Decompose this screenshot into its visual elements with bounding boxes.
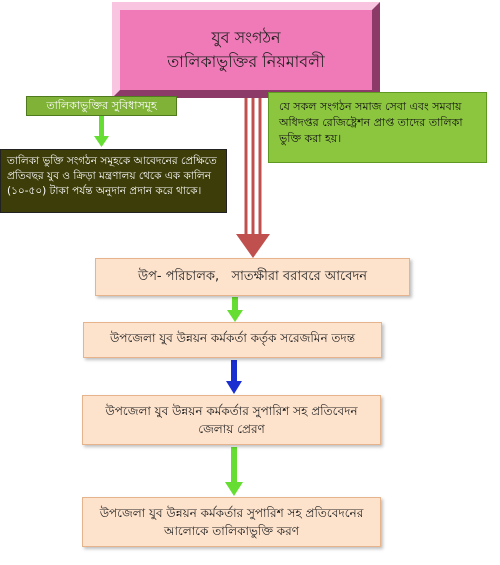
- benefits-label: তালিকাভুক্তির সুবিধাসমূহ: [26, 96, 177, 116]
- step-3-line-1: উপজেলা যুব উন্নয়ন কর্মকর্তার সুপারিশ সহ…: [105, 404, 358, 418]
- main-arrow: [236, 86, 270, 258]
- step-3-line-2: জেলায় প্রেরণ: [198, 422, 265, 436]
- benefits-arrow: [94, 115, 109, 147]
- step2-to-step3-arrow: [226, 360, 242, 394]
- title-line-2: তালিকাভুক্তির নিয়মাবলী: [167, 52, 325, 71]
- step-4-box: উপজেলা যুব উন্নয়ন কর্মকর্তার সুপারিশ সহ…: [82, 497, 381, 547]
- step-4-line-1: উপজেলা যুব উন্নয়ন কর্মকর্তার সুপারিশ সহ…: [99, 506, 364, 520]
- eligibility-box: যে সকল সংগঠন সমাজ সেবা এবং সমবায় অধিদপ্…: [268, 92, 487, 163]
- step-2-text: উপজেলা যুব উন্নয়ন কর্মকর্তা কর্তৃক সরেজ…: [109, 331, 356, 345]
- benefits-box: তালিকা ভুক্তি সংগঠন সমূহকে আবেদনের প্রেক…: [0, 149, 227, 213]
- title-box: যুব সংগঠন তালিকাভুক্তির নিয়মাবলী: [112, 2, 380, 98]
- step-2-box: উপজেলা যুব উন্নয়ন কর্মকর্তা কর্তৃক সরেজ…: [83, 322, 382, 358]
- step-1-text: উপ- পরিচালক, সাতক্ষীরা বরাবরে আবেদন: [137, 268, 368, 284]
- step1-to-step2-arrow: [227, 297, 243, 322]
- title-line-1: যুব সংগঠন: [211, 28, 281, 47]
- step-3-box: উপজেলা যুব উন্নয়ন কর্মকর্তার সুপারিশ সহ…: [82, 395, 381, 445]
- step-4-line-2: আলোকে তালিকাভুক্তি করণ: [163, 524, 300, 538]
- step-1-box: উপ- পরিচালক, সাতক্ষীরা বরাবরে আবেদন: [95, 258, 410, 296]
- step3-to-step4-arrow: [225, 447, 243, 496]
